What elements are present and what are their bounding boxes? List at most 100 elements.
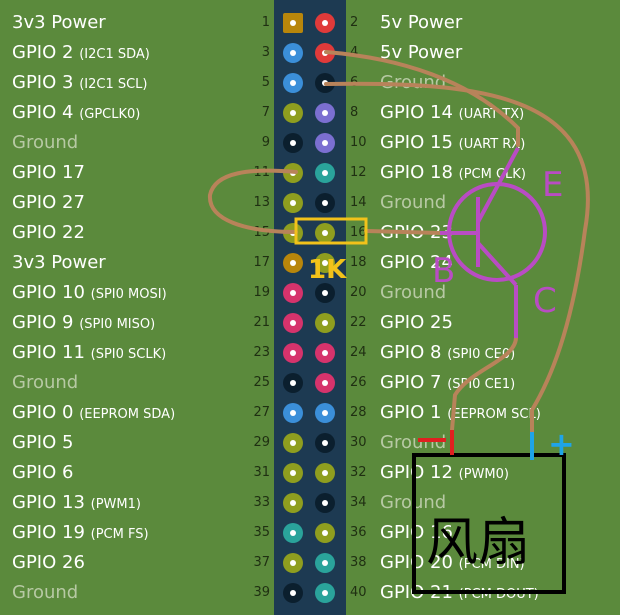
pin-label-11: GPIO 17 [12, 158, 85, 188]
pin-label-1: 3v3 Power [12, 8, 106, 38]
pin-number-23: 23 [253, 345, 270, 360]
base-label: B [432, 251, 455, 291]
pin-number-38: 38 [350, 555, 367, 570]
collector-label: C [533, 281, 557, 321]
header-pin-16 [315, 223, 335, 243]
pin-number-5: 5 [261, 75, 270, 90]
pin-number-24: 24 [350, 345, 367, 360]
pin-name: GPIO 6 [12, 462, 74, 483]
pin-number-16: 16 [350, 225, 367, 240]
pin-function: (SPI0 SCLK) [90, 347, 167, 362]
pin-name: GPIO 25 [380, 312, 453, 333]
pin-number-7: 7 [261, 105, 270, 120]
pin-function: (SPI0 CE1) [447, 377, 516, 392]
fan-box [412, 453, 566, 594]
pin-function: (I2C1 SDA) [79, 47, 150, 62]
pin-number-13: 13 [253, 195, 270, 210]
pin-number-37: 37 [253, 555, 270, 570]
pin-label-28: GPIO 1 (EEPROM SCL) [380, 398, 541, 428]
wire-collector-to-fan-minus [450, 336, 518, 432]
pin-name: Ground [12, 582, 79, 603]
header-pin-36 [315, 523, 335, 543]
pin-number-18: 18 [350, 255, 367, 270]
pin-number-26: 26 [350, 375, 367, 390]
header-pin-18 [315, 253, 335, 273]
pin-number-34: 34 [350, 495, 367, 510]
pin-number-17: 17 [253, 255, 270, 270]
pin-label-33: GPIO 13 (PWM1) [12, 488, 141, 518]
pin-function: (GPCLK0) [79, 107, 141, 122]
transistor-collector-lead [476, 241, 518, 287]
header-pin-5 [283, 73, 303, 93]
pin-name: GPIO 26 [12, 552, 85, 573]
pin-name: 3v3 Power [12, 12, 106, 33]
header-pin-20 [315, 283, 335, 303]
pin-label-4: 5v Power [380, 38, 462, 68]
pin-number-9: 9 [261, 135, 270, 150]
pin-function: (I2C1 SCL) [79, 77, 148, 92]
pin-label-23: GPIO 11 (SPI0 SCLK) [12, 338, 166, 368]
header-pin-19 [283, 283, 303, 303]
wire-resistor-to-base [364, 229, 442, 235]
pin-name: Ground [380, 432, 447, 453]
pin-name: Ground [380, 192, 447, 213]
header-pin-10 [315, 133, 335, 153]
pin-name: Ground [12, 372, 79, 393]
pin-number-4: 4 [350, 45, 359, 60]
header-pin-9 [283, 133, 303, 153]
header-pin-2 [315, 13, 335, 33]
header-pin-12 [315, 163, 335, 183]
pin-label-2: 5v Power [380, 8, 462, 38]
pin-number-14: 14 [350, 195, 367, 210]
pin-label-38: GPIO 20 (PCM DIN) [380, 548, 525, 578]
pin-label-9: Ground [12, 128, 78, 158]
pin-label-17: 3v3 Power [12, 248, 106, 278]
transistor-emitter-lead [476, 147, 520, 223]
pin-number-21: 21 [253, 315, 270, 330]
pin-label-25: Ground [12, 368, 78, 398]
pin-label-19: GPIO 10 (SPI0 MOSI) [12, 278, 167, 308]
header-pin-8 [315, 103, 335, 123]
pin-name: GPIO 3 [12, 72, 74, 93]
wire-ground-to-fan-plus [324, 81, 590, 434]
resistor-label: 1K [308, 255, 347, 285]
pin-name: GPIO 10 [12, 282, 85, 303]
header-pin-32 [315, 463, 335, 483]
pin-label-27: GPIO 0 (EEPROM SDA) [12, 398, 175, 428]
pin-name: GPIO 0 [12, 402, 74, 423]
header-pin-28 [315, 403, 335, 423]
header-pin-24 [315, 343, 335, 363]
header-pin-37 [283, 553, 303, 573]
pin-name: GPIO 13 [12, 492, 85, 513]
pin-name: 5v Power [380, 12, 463, 33]
header-pin-34 [315, 493, 335, 513]
header-pin-13 [283, 193, 303, 213]
pin-name: 5v Power [380, 42, 463, 63]
header-pin-14 [315, 193, 335, 213]
pin-name: GPIO 11 [12, 342, 85, 363]
pin-label-14: Ground [380, 188, 446, 218]
pin-number-27: 27 [253, 405, 270, 420]
pin-number-40: 40 [350, 585, 367, 600]
wire-gpio17-loop [207, 168, 298, 234]
pin-number-29: 29 [253, 435, 270, 450]
header-pin-3 [283, 43, 303, 63]
pin-label-12: GPIO 18 (PCM CLK) [380, 158, 526, 188]
pin-label-39: Ground [12, 578, 78, 608]
pin-label-22: GPIO 25 [380, 308, 453, 338]
header-pin-25 [283, 373, 303, 393]
pin-number-25: 25 [253, 375, 270, 390]
pin-name: GPIO 19 [12, 522, 85, 543]
header-pin-21 [283, 313, 303, 333]
header-pin-22 [315, 313, 335, 333]
pin-name: 3v3 Power [12, 252, 106, 273]
header-pin-29 [283, 433, 303, 453]
pin-name: GPIO 16 [380, 522, 453, 543]
pin-label-10: GPIO 15 (UART RX) [380, 128, 525, 158]
pin-number-22: 22 [350, 315, 367, 330]
wire-5v-to-emitter [324, 50, 520, 147]
pin-label-18: GPIO 24 [380, 248, 453, 278]
pin-label-35: GPIO 19 (PCM FS) [12, 518, 149, 548]
